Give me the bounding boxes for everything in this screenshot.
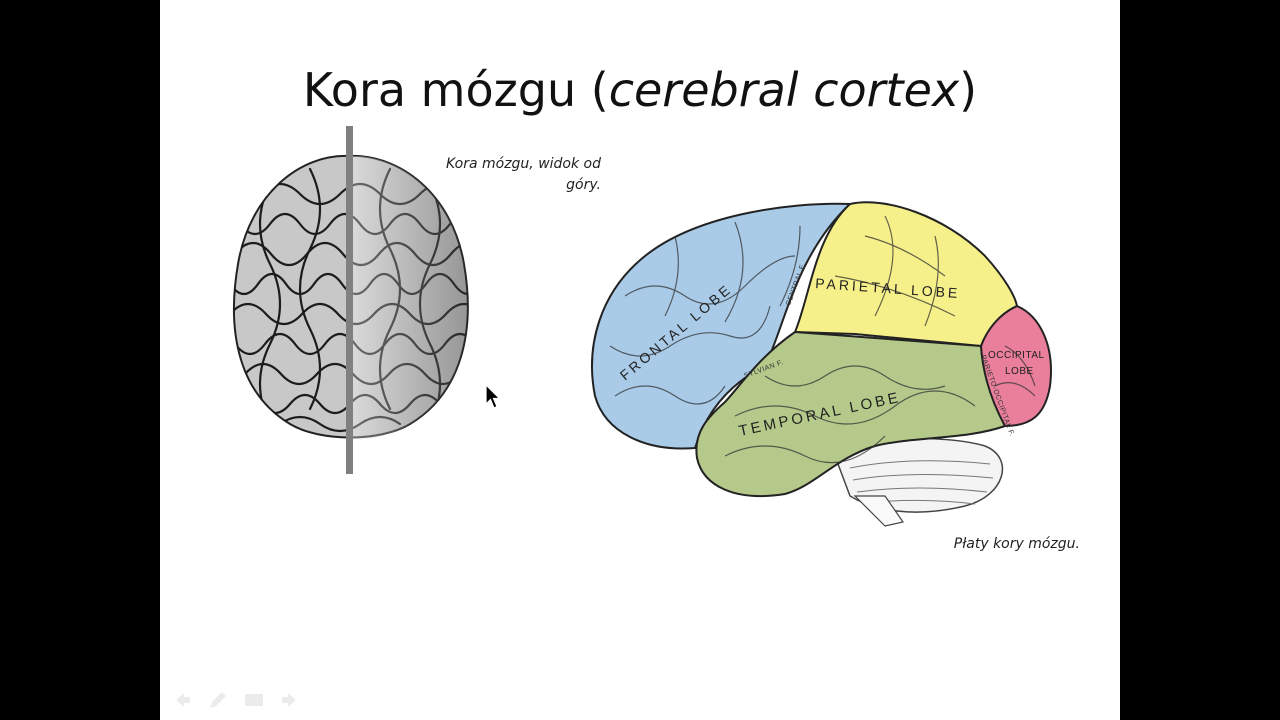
caption-lobes: Płaty kory mózgu. — [953, 536, 1080, 552]
title-end: ) — [959, 63, 978, 117]
title-main: Kora mózgu ( — [302, 63, 609, 117]
caption-top-view: Kora mózgu, widok od góry. — [445, 156, 601, 193]
brain-stem — [853, 495, 905, 527]
prev-arrow-icon[interactable] — [170, 688, 194, 712]
label-occipital: OCCIPITAL — [988, 350, 1045, 361]
mouse-cursor-icon — [485, 384, 501, 409]
next-arrow-icon[interactable] — [278, 688, 302, 712]
brain-top-view-image — [232, 126, 469, 474]
title-italic: cerebral cortex — [608, 63, 960, 117]
slide-title: Kora mózgu (cerebral cortex) — [160, 58, 1120, 122]
occipital-lobe-region — [979, 304, 1052, 428]
slides-menu-icon[interactable] — [242, 688, 266, 712]
presentation-slide: Kora mózgu (cerebral cortex) — [160, 0, 1120, 720]
label-occipital-lobe: LOBE — [1005, 366, 1034, 377]
divider-bar — [346, 126, 353, 474]
pen-icon[interactable] — [206, 688, 230, 712]
brain-lobes-image: FRONTAL LOBE PARIETAL LOBE TEMPORAL LOBE… — [591, 201, 1052, 527]
slideshow-controls — [170, 688, 302, 712]
